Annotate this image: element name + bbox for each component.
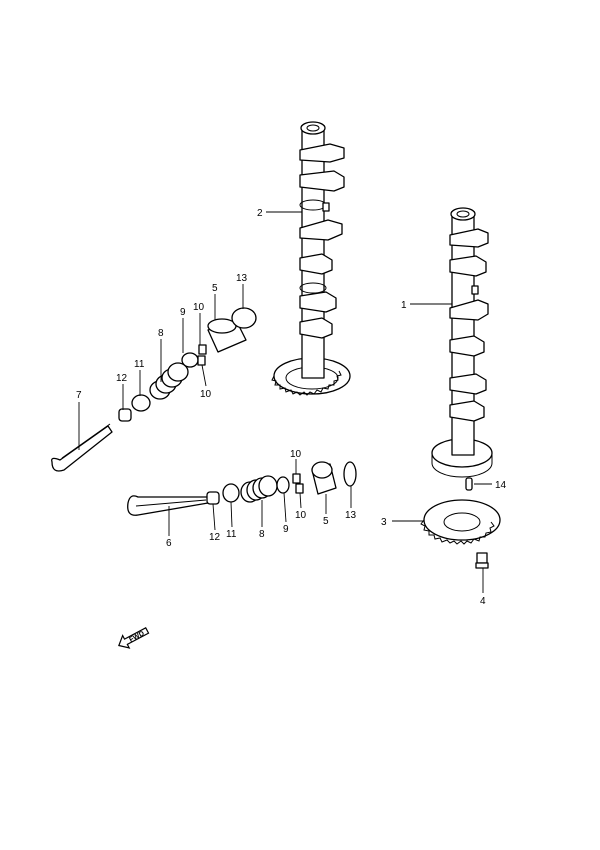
dowel-pin-14 xyxy=(465,477,473,491)
valve-spring-8b xyxy=(240,475,278,503)
bolt-4 xyxy=(475,552,489,569)
spring-seat-11a xyxy=(131,394,151,412)
callout-8a: 8 xyxy=(158,328,164,339)
callout-5b: 5 xyxy=(323,516,329,527)
callout-6: 6 xyxy=(166,538,172,549)
callout-2: 2 xyxy=(257,208,263,219)
shim-13b xyxy=(343,461,357,487)
callout-4: 4 xyxy=(480,596,486,607)
camshaft-1 xyxy=(431,207,493,478)
cotter-10a xyxy=(198,344,207,355)
callout-12b: 12 xyxy=(209,532,221,543)
cotter-10d xyxy=(295,483,304,494)
callout-1: 1 xyxy=(401,300,407,311)
callout-7: 7 xyxy=(76,390,82,401)
callout-3: 3 xyxy=(381,517,387,528)
valve-seal-12b xyxy=(206,491,220,505)
callout-10d: 10 xyxy=(295,510,307,521)
retainer-9a xyxy=(181,352,199,368)
fwd-label: FWD xyxy=(128,630,145,644)
camshaft-gear-3 xyxy=(420,499,501,545)
callout-9b: 9 xyxy=(283,524,289,535)
valve-spring-8a xyxy=(149,362,189,400)
callout-14: 14 xyxy=(495,480,507,491)
tappet-5a xyxy=(207,318,247,353)
valve-6 xyxy=(127,495,209,516)
callout-13b: 13 xyxy=(345,510,357,521)
callout-labels: 2 1 3 4 14 7 12 11 8 9 10 10 5 13 6 12 1… xyxy=(76,208,507,607)
callout-11a: 11 xyxy=(134,359,145,370)
shim-13a xyxy=(231,307,257,329)
callout-10a: 10 xyxy=(193,302,205,313)
valve-seal-12a xyxy=(118,408,132,422)
camshaft-2 xyxy=(271,121,351,396)
callout-5a: 5 xyxy=(212,283,218,294)
cotter-10c xyxy=(292,473,301,484)
callout-13a: 13 xyxy=(236,273,248,284)
callout-10b: 10 xyxy=(200,389,212,400)
callout-11b: 11 xyxy=(226,529,237,540)
retainer-9b xyxy=(276,476,290,494)
tappet-5b xyxy=(311,461,337,495)
spring-seat-11b xyxy=(222,483,240,503)
valve-7 xyxy=(51,423,113,472)
cotter-10b xyxy=(197,355,206,366)
callout-9a: 9 xyxy=(180,307,186,318)
leader-lines xyxy=(78,211,492,593)
fwd-arrow-icon: FWD xyxy=(118,627,150,649)
callout-10c: 10 xyxy=(290,449,302,460)
callout-12a: 12 xyxy=(116,373,128,384)
callout-8b: 8 xyxy=(259,529,265,540)
